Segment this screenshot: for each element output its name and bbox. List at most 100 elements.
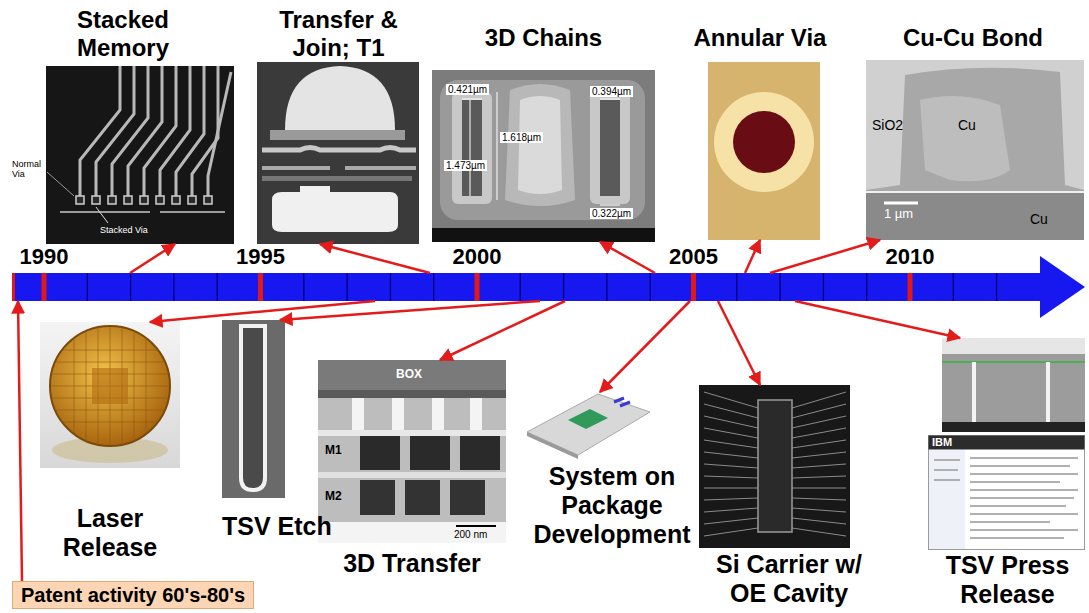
stacked-memory-photo — [47, 172, 74, 196]
annular-via-photo — [714, 92, 814, 192]
timeline-arrow-shape — [12, 273, 913, 301]
timeline-arrow-shape — [563, 273, 564, 301]
3d-transfer-micrograph — [352, 398, 364, 430]
milestone-panel: Laser Release — [40, 322, 180, 564]
3d-transfer-micrograph — [460, 436, 500, 470]
timeline-arrow — [795, 301, 960, 338]
3d-transfer-micrograph — [318, 522, 506, 543]
cu-cu-bond-micrograph — [920, 96, 1010, 181]
tsv-etch-micrograph — [222, 320, 285, 498]
milestone-caption: Laser Release — [40, 504, 180, 562]
3d-chains-micrograph — [590, 92, 630, 204]
stacked-memory-photo — [192, 66, 218, 196]
image-label: SiO2 — [872, 118, 903, 133]
tsv-etch-micrograph — [222, 320, 285, 498]
stacked-memory-photo — [46, 66, 234, 244]
3d-transfer-micrograph — [392, 398, 404, 430]
image-label: M2 — [325, 490, 342, 503]
timeline-arrow-shape — [303, 273, 304, 301]
timeline-arrow — [440, 301, 565, 360]
transfer-join-photo — [257, 62, 419, 244]
3d-chains-micrograph — [432, 228, 655, 242]
milestone-caption: TSV Etch — [222, 512, 360, 541]
timeline-arrow-shape — [475, 273, 480, 301]
annular-via-photo — [733, 111, 795, 173]
note-text: Patent activity 60's-80's — [21, 583, 245, 607]
timeline-arrow-shape — [12, 273, 15, 301]
laser-release-photo — [50, 326, 170, 446]
3d-chains-micrograph — [505, 84, 575, 206]
timeline-arrow — [600, 301, 690, 392]
image-label: Cu — [1030, 212, 1048, 227]
stacked-memory-photo — [46, 66, 234, 244]
transfer-join-photo — [262, 176, 412, 181]
stacked-memory-photo — [96, 207, 108, 223]
timeline-arrow — [320, 244, 430, 273]
year-label: 2000 — [447, 244, 507, 269]
milestone-panel: System on Package Development — [527, 392, 697, 607]
3d-chains-micrograph — [462, 92, 620, 205]
image-label: 1.473µm — [444, 160, 487, 171]
timeline-arrow — [745, 240, 760, 273]
year-label: 1990 — [14, 244, 74, 269]
tsv-press-images — [972, 362, 976, 422]
milestone-caption: Si Carrier w/ OE Cavity — [699, 550, 879, 608]
3d-chains-micrograph — [600, 99, 620, 100]
system-on-package-photo — [527, 394, 650, 459]
milestone-panel: 3D Transfer — [318, 360, 506, 582]
milestone-panel: Stacked Memory — [12, 6, 234, 244]
timeline-arrow — [718, 301, 760, 385]
stacked-memory-photo — [76, 196, 212, 204]
3d-transfer-micrograph — [410, 436, 450, 470]
stacked-memory-photo — [124, 196, 132, 204]
timeline-arrow-shape — [650, 273, 651, 301]
timeline-arrow-shape — [996, 273, 997, 301]
annular-via-photo — [708, 62, 820, 240]
image-label: M1 — [325, 444, 342, 457]
tsv-etch-micrograph — [241, 326, 265, 490]
tsv-press-images — [929, 450, 965, 549]
transfer-join-photo — [270, 130, 405, 140]
timeline-arrow-shape — [346, 273, 347, 301]
timeline-arrow — [18, 301, 22, 581]
timeline-arrow — [150, 301, 375, 322]
system-on-package-photo — [527, 432, 578, 459]
3d-chains-micrograph — [432, 70, 655, 242]
timeline-arrow-shape — [823, 273, 824, 301]
3d-transfer-micrograph — [360, 480, 395, 515]
timeline-arrow-shape — [606, 273, 607, 301]
milestone-caption: System on Package Development — [527, 462, 697, 548]
timeline-arrow — [280, 301, 540, 320]
stacked-memory-photo — [188, 196, 196, 204]
3d-chains-micrograph — [518, 96, 562, 194]
annular-via-photo — [708, 62, 820, 240]
timeline-arrow-shape — [217, 273, 218, 301]
tsv-press-images — [929, 436, 1085, 450]
timeline-arrow-shape — [953, 273, 954, 301]
milestone-panel: Si Carrier w/ OE Cavity — [699, 385, 879, 611]
image-label: 1 µm — [884, 207, 913, 221]
image-label: Normal Via — [12, 160, 46, 180]
timeline-arrow — [600, 242, 655, 273]
si-carrier-layout — [699, 385, 850, 548]
timeline-arrow-shape — [42, 273, 47, 301]
milestone-panel: TSV Press Release — [928, 338, 1087, 611]
timeline-arrow-shape — [12, 273, 1042, 301]
3d-chains-micrograph — [452, 92, 492, 204]
year-label: 2005 — [664, 244, 724, 269]
timeline-arrow-shape — [520, 273, 521, 301]
tsv-press-images — [942, 338, 1085, 432]
stacked-memory-photo — [108, 196, 116, 204]
note-box: Patent activity 60's-80's — [12, 581, 254, 609]
transfer-join-photo — [262, 148, 416, 151]
transfer-join-photo — [257, 62, 419, 244]
laser-release-photo — [92, 368, 128, 404]
timeline-arrow-shape — [173, 273, 174, 301]
cu-cu-bond-micrograph — [866, 68, 1084, 240]
timeline-arrow-shape — [87, 273, 996, 301]
tsv-press-images — [929, 436, 1085, 550]
laser-release-photo — [50, 326, 170, 446]
stacked-memory-photo — [176, 66, 204, 196]
tsv-press-images — [942, 361, 1085, 363]
system-on-package-photo — [568, 409, 608, 429]
